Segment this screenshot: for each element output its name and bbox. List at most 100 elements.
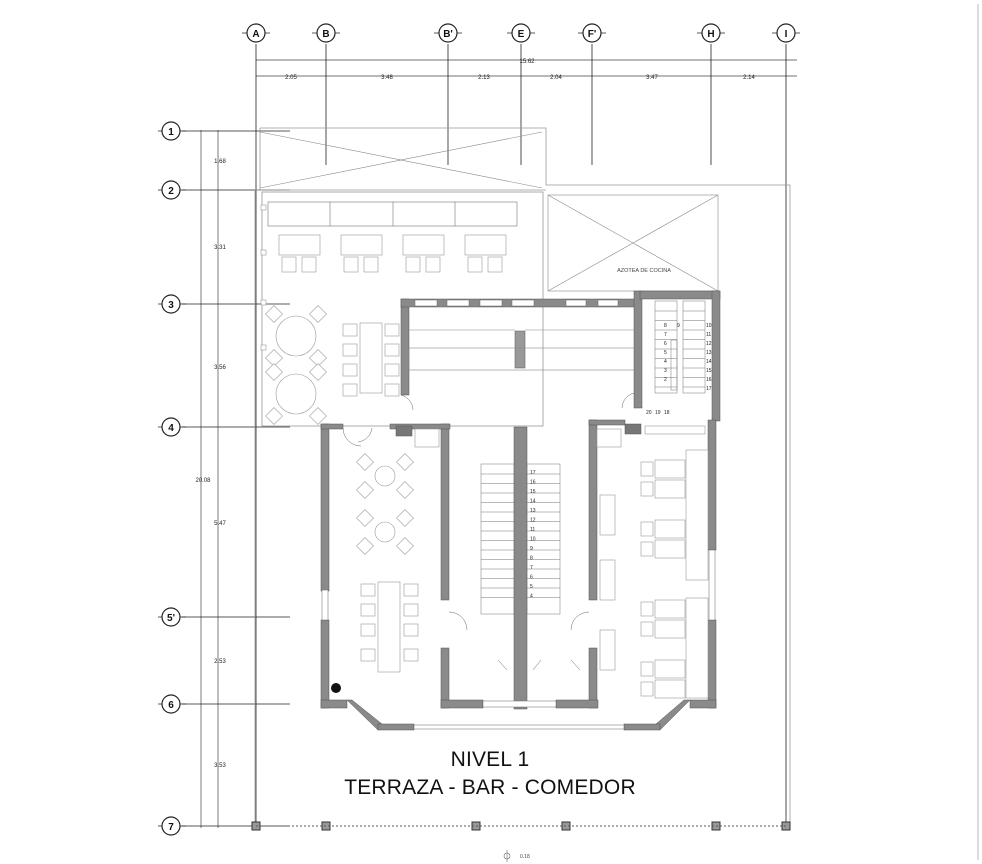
stair-number: 14 xyxy=(530,499,536,505)
side-table xyxy=(599,559,616,601)
stair-number: 9 xyxy=(677,323,680,329)
col-spacing-6: 2.14 xyxy=(743,75,755,81)
stair-number: 8 xyxy=(664,323,667,329)
round-table-chair xyxy=(309,363,327,381)
booth-seat xyxy=(654,619,686,639)
dining-chair xyxy=(360,583,376,597)
grid-row-label: 2 xyxy=(168,186,174,197)
booth-seat xyxy=(654,479,686,499)
stair-number: 5 xyxy=(530,584,533,590)
stair-number: 19 xyxy=(655,410,661,416)
terrace-chair xyxy=(405,256,421,273)
row-spacing-6: 3.53 xyxy=(214,763,226,769)
dining-chair xyxy=(403,603,419,617)
dining-chair xyxy=(360,623,376,637)
bar-bench xyxy=(685,449,709,581)
stair-number: 6 xyxy=(664,341,667,347)
round-table-chair xyxy=(309,305,327,323)
stair-number: 11 xyxy=(706,332,711,338)
kitchen-roof xyxy=(547,194,719,292)
stair-rail xyxy=(670,339,678,391)
stair-number: 15 xyxy=(706,368,712,374)
bubble-circle xyxy=(582,23,602,43)
terrace-chair xyxy=(301,256,317,273)
grid-row-label: 3 xyxy=(168,300,174,311)
long-table xyxy=(359,322,383,394)
long-table-chair xyxy=(342,343,358,357)
dining-chair xyxy=(356,537,374,555)
booth-seat xyxy=(654,599,686,619)
dimension-text-group: 15.62 20.08 2.05 3.48 2.13 2.04 3.47 2.1… xyxy=(195,59,755,769)
grid-col-label: F' xyxy=(588,29,597,40)
terrace-chair xyxy=(425,256,441,273)
bubble-circle xyxy=(161,694,181,714)
stair-number: 9 xyxy=(530,546,533,552)
bottom-mark-label: 0.18 xyxy=(520,854,530,860)
stair-number: 20 xyxy=(646,410,652,416)
terrace-chair xyxy=(343,256,359,273)
stair-number: 17 xyxy=(706,386,712,392)
long-table-chair xyxy=(384,323,400,337)
dining-chair xyxy=(360,648,376,662)
grid-col-label: B' xyxy=(443,29,453,40)
bar-counter xyxy=(408,329,636,371)
stair-number: 17 xyxy=(530,470,536,476)
row-spacing-3: 3.56 xyxy=(214,365,226,371)
grid-col-bubble-2: B xyxy=(312,23,340,43)
grid-row-bubble-1: 1 xyxy=(158,121,186,141)
level-subtitle: TERRAZA - BAR - COMEDOR xyxy=(344,776,636,799)
site-boundary xyxy=(254,127,791,826)
round-table xyxy=(275,315,317,357)
bubble-circle xyxy=(161,417,181,437)
stair-number: 16 xyxy=(530,480,536,486)
terrace-table xyxy=(340,234,383,256)
grid-col-label: I xyxy=(785,29,788,40)
grid-row-bubble-4: 4 xyxy=(158,417,186,437)
stair-number: 8 xyxy=(530,556,533,562)
stair-number: 15 xyxy=(530,489,536,495)
col-spacing-1: 2.05 xyxy=(285,75,297,81)
grid-col-bubble-7: I xyxy=(772,23,800,43)
right-seating xyxy=(414,425,709,699)
booth-chair xyxy=(640,481,654,497)
marker-dot xyxy=(331,683,341,693)
round-table-chair xyxy=(309,407,327,425)
dining-round-table xyxy=(374,465,396,487)
grid-row-label: 5' xyxy=(167,613,175,624)
cabinet xyxy=(414,428,440,448)
grid-col-bubble-4: E xyxy=(507,23,535,43)
dining-chair xyxy=(396,537,414,555)
bubble-circle xyxy=(701,23,721,43)
dining-chair xyxy=(356,453,374,471)
row-spacing-2: 3.31 xyxy=(214,245,226,251)
cabinet xyxy=(596,428,622,448)
grid-col-bubble-5: F' xyxy=(578,23,606,43)
terrace-furniture xyxy=(260,204,507,425)
bubble-circle xyxy=(161,816,181,836)
dining-chair xyxy=(360,603,376,617)
grid-col-bubble-1: A xyxy=(242,23,270,43)
terrace-post xyxy=(260,299,267,306)
dining-long-table xyxy=(377,581,401,673)
stair-number: 4 xyxy=(530,594,533,600)
grid-col-label: A xyxy=(252,29,259,40)
stair-number: 11 xyxy=(530,527,535,533)
terrace-post xyxy=(260,204,267,211)
stair-number: 13 xyxy=(530,508,536,514)
long-table-chair xyxy=(384,363,400,377)
bubble-circle xyxy=(161,607,181,627)
round-table xyxy=(275,373,317,415)
dining-chair xyxy=(403,648,419,662)
stair-number: 18 xyxy=(664,410,670,416)
grid-row-label: 1 xyxy=(168,127,174,138)
dining-chair xyxy=(403,623,419,637)
bottom-mark: 0.18 xyxy=(503,850,530,862)
terrace-post xyxy=(260,344,267,351)
grid-row-label: 6 xyxy=(168,700,174,711)
dining-chair xyxy=(396,453,414,471)
side-table xyxy=(599,629,616,671)
terrace-table xyxy=(464,234,507,256)
dining-chair xyxy=(356,481,374,499)
terrace-post xyxy=(260,249,267,256)
